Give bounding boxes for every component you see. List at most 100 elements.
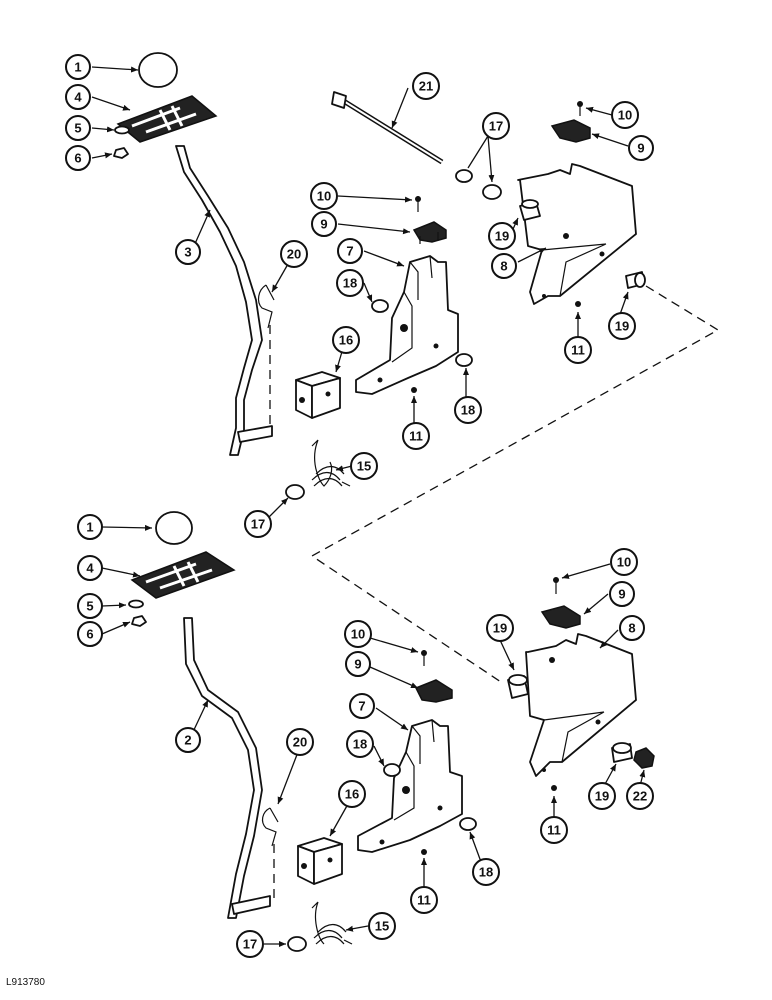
long-bolt-part [331, 91, 444, 165]
bushing-part [371, 299, 389, 313]
callout-4: 4 [77, 555, 103, 581]
callout-10: 10 [310, 182, 338, 210]
lower-assembly [128, 511, 655, 952]
callout-16: 16 [332, 326, 360, 354]
mounting-bracket-part [517, 163, 637, 305]
callout-7: 7 [337, 238, 363, 264]
lever-pin-part [231, 895, 271, 915]
retainer-plate-part [550, 119, 591, 143]
svg-text:3: 3 [184, 245, 191, 260]
svg-text:2: 2 [184, 733, 191, 748]
svg-text:17: 17 [251, 517, 265, 532]
spring-clip-part [261, 807, 279, 847]
callout-1: 1 [65, 54, 91, 80]
bushing-part [455, 353, 473, 367]
spring-clip-part [257, 284, 275, 329]
callout-11: 11 [410, 886, 438, 914]
callout-8: 8 [491, 253, 517, 279]
callout-2: 2 [175, 727, 201, 753]
svg-text:19: 19 [495, 229, 509, 244]
nut-part [113, 147, 129, 159]
svg-text:16: 16 [345, 787, 359, 802]
bushing-part [459, 817, 477, 831]
callout-18: 18 [346, 730, 374, 758]
callout-19: 19 [486, 614, 514, 642]
svg-text:16: 16 [339, 333, 353, 348]
callout-9: 9 [609, 581, 635, 607]
svg-text:11: 11 [409, 429, 423, 444]
lever-pin-part [237, 425, 273, 443]
svg-text:8: 8 [500, 259, 507, 274]
svg-text:1: 1 [86, 520, 93, 535]
svg-text:4: 4 [86, 561, 94, 576]
svg-text:8: 8 [628, 621, 635, 636]
torsion-spring-part [311, 901, 353, 945]
svg-text:19: 19 [493, 621, 507, 636]
nut-part [421, 849, 427, 855]
callout-20: 20 [286, 728, 314, 756]
callout-9: 9 [628, 135, 654, 161]
figure-reference-code: L913780 [6, 977, 45, 988]
svg-text:17: 17 [489, 119, 503, 134]
nut-part [575, 301, 581, 307]
callout-21: 21 [412, 72, 440, 100]
callout-19: 19 [588, 782, 616, 810]
shift-lever-part [183, 617, 263, 919]
shift-plate-part [130, 551, 236, 599]
svg-text:15: 15 [357, 459, 371, 474]
callout-17: 17 [482, 112, 510, 140]
callout-9: 9 [345, 651, 371, 677]
svg-text:6: 6 [86, 627, 93, 642]
svg-text:7: 7 [358, 699, 365, 714]
shift-plate-part [116, 95, 218, 143]
svg-text:10: 10 [317, 189, 331, 204]
svg-text:21: 21 [419, 79, 433, 94]
callout-15: 15 [368, 912, 396, 940]
callout-17: 17 [236, 930, 264, 958]
washer-part [482, 184, 502, 200]
callout-8: 8 [619, 615, 645, 641]
washer-part [455, 169, 473, 183]
svg-text:17: 17 [243, 937, 257, 952]
callout-10: 10 [611, 101, 639, 129]
svg-text:11: 11 [547, 823, 561, 838]
callout-11: 11 [564, 336, 592, 364]
callout-7: 7 [349, 693, 375, 719]
nut-part [411, 387, 417, 393]
svg-text:15: 15 [375, 919, 389, 934]
svg-text:10: 10 [617, 555, 631, 570]
knob-part [155, 511, 193, 545]
callout-19: 19 [488, 222, 516, 250]
callout-6: 6 [77, 621, 103, 647]
pivot-block-part [295, 371, 341, 419]
callout-16: 16 [338, 780, 366, 808]
svg-text:22: 22 [633, 789, 647, 804]
svg-text:6: 6 [74, 151, 81, 166]
svg-text:9: 9 [320, 217, 327, 232]
svg-text:11: 11 [571, 343, 585, 358]
svg-text:20: 20 [293, 735, 307, 750]
callout-19: 19 [608, 312, 636, 340]
svg-text:11: 11 [417, 893, 431, 908]
svg-text:9: 9 [637, 141, 644, 156]
callout-6: 6 [65, 145, 91, 171]
svg-text:18: 18 [461, 403, 475, 418]
pivot-bracket-part [355, 255, 459, 395]
callout-1: 1 [77, 514, 103, 540]
svg-text:18: 18 [343, 276, 357, 291]
assembly-link-dashed-line [310, 285, 720, 685]
svg-text:18: 18 [353, 737, 367, 752]
callout-11: 11 [402, 422, 430, 450]
callout-15: 15 [350, 452, 378, 480]
callout-5: 5 [77, 593, 103, 619]
retainer-plate-part [540, 605, 581, 629]
callout-11: 11 [540, 816, 568, 844]
svg-text:19: 19 [615, 319, 629, 334]
svg-text:18: 18 [479, 865, 493, 880]
callout-18: 18 [472, 858, 500, 886]
pivot-bracket-part [357, 719, 463, 853]
callout-3: 3 [175, 239, 201, 265]
bushing-part [383, 763, 401, 777]
knob-part [138, 52, 178, 88]
svg-text:5: 5 [74, 121, 81, 136]
